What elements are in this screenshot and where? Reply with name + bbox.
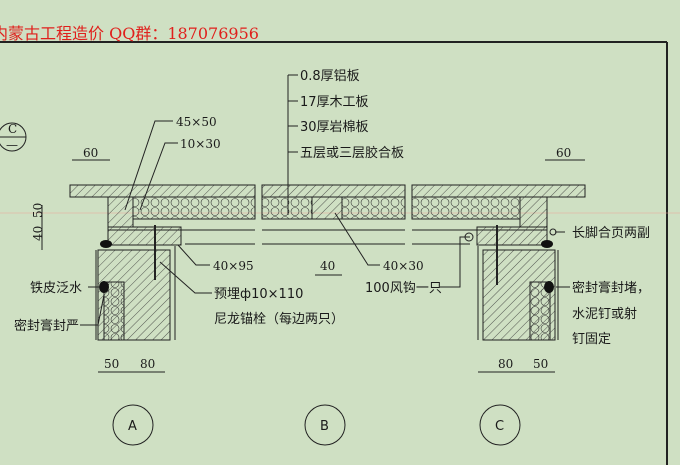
- dim-bottom-right-80: 80: [498, 357, 513, 371]
- dimension-lines: [41, 159, 585, 373]
- label-sealant-right-3: 钉固定: [572, 332, 611, 347]
- detail-label-c: C: [495, 419, 504, 434]
- dim-left-top: 60: [83, 146, 98, 160]
- watermark: 内蒙古工程造价 QQ群：187076956: [0, 24, 259, 43]
- dim-left-40: 40: [31, 226, 45, 241]
- timber-block-right: [476, 226, 548, 246]
- dim-left-50: 50: [31, 203, 45, 218]
- label-40x95: 40×95: [213, 259, 254, 273]
- label-hook: 100风钩一只: [365, 281, 442, 296]
- dim-mid-40: 40: [320, 259, 335, 273]
- section-marker-bottom: —: [6, 138, 18, 152]
- label-45x50: 45×50: [176, 115, 217, 129]
- label-anchor-1: 预埋ф10×110: [214, 287, 303, 302]
- layer-label: 17厚木工板: [300, 95, 369, 110]
- layer-label: 五层或三层胶合板: [300, 145, 404, 161]
- timber-block-left: [107, 226, 182, 246]
- section-marker-top: C: [8, 122, 17, 136]
- panel-board: [69, 184, 586, 231]
- layer-label: 30厚岩棉板: [300, 120, 369, 135]
- detail-circle-b: [304, 404, 346, 446]
- wall-left: [95, 225, 176, 341]
- detail-circle-c: [479, 404, 521, 446]
- detail-label-b: B: [320, 419, 329, 434]
- label-sealant-right-1: 密封膏封堵，: [572, 280, 650, 296]
- label-hinge: 长脚合页两副: [572, 225, 650, 241]
- dim-bottom-left-50: 50: [104, 357, 119, 371]
- label-anchor-2: 尼龙锚栓（每边两只）: [214, 311, 344, 327]
- label-10x30: 10×30: [180, 137, 221, 151]
- dim-bottom-right-50: 50: [533, 357, 548, 371]
- label-sealant-left: 密封膏封严: [14, 318, 79, 334]
- label-sealant-right-2: 水泥钉或射: [572, 306, 637, 322]
- detail-circle-a: [112, 404, 154, 446]
- wall-right: [464, 225, 559, 341]
- layer-label: 0.8厚铝板: [300, 69, 360, 84]
- dim-bottom-left-80: 80: [140, 357, 155, 371]
- label-40x30: 40×30: [383, 259, 424, 273]
- detail-label-a: A: [128, 419, 137, 434]
- label-flashing: 铁皮泛水: [30, 281, 82, 296]
- dim-right-top: 60: [556, 146, 571, 160]
